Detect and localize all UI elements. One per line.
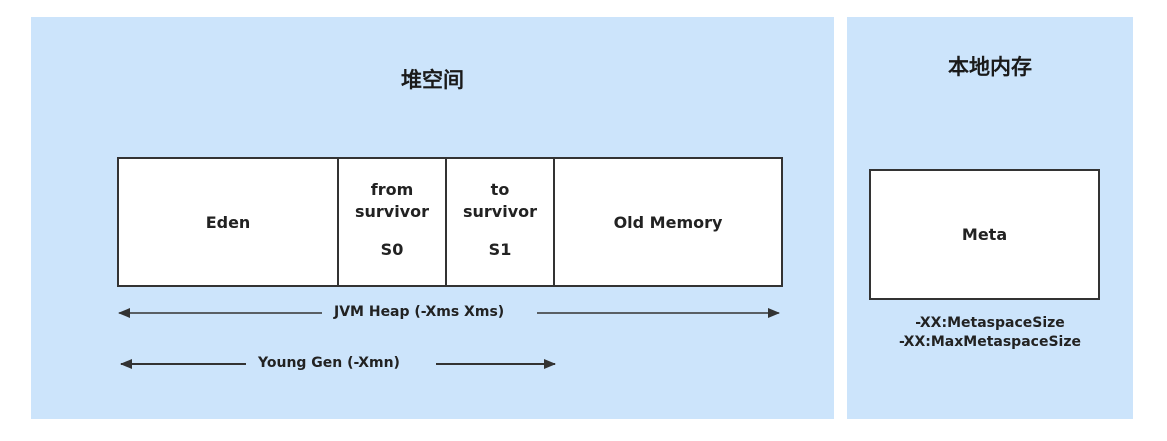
metaspace-size-option: -XX:MetaspaceSize — [915, 315, 1065, 331]
eden-cell: Eden — [119, 159, 339, 285]
eden-label: Eden — [205, 212, 251, 232]
heap-space-title: 堆空间 — [401, 68, 464, 92]
from-survivor-cell: from survivor S0 — [339, 159, 447, 285]
from-survivor-line2: survivor — [354, 202, 430, 221]
young-gen-label: Young Gen (-Xmn) — [252, 355, 406, 371]
from-survivor-line1: from — [370, 180, 414, 199]
jvm-heap-label: JVM Heap (-Xms Xms) — [328, 304, 511, 320]
old-memory-label: Old Memory — [613, 212, 723, 232]
to-survivor-id: S1 — [488, 240, 512, 259]
heap-memory-row: Eden from survivor S0 to survivor S1 Old… — [117, 157, 783, 287]
native-memory-title: 本地内存 — [948, 55, 1032, 79]
from-survivor-id: S0 — [380, 240, 404, 259]
old-memory-cell: Old Memory — [555, 159, 781, 285]
max-metaspace-size-option: -XX:MaxMetaspaceSize — [899, 334, 1081, 350]
meta-label: Meta — [961, 225, 1008, 244]
to-survivor-cell: to survivor S1 — [447, 159, 555, 285]
to-survivor-line2: survivor — [462, 202, 538, 221]
meta-box: Meta — [869, 169, 1100, 300]
to-survivor-line1: to — [490, 180, 510, 199]
